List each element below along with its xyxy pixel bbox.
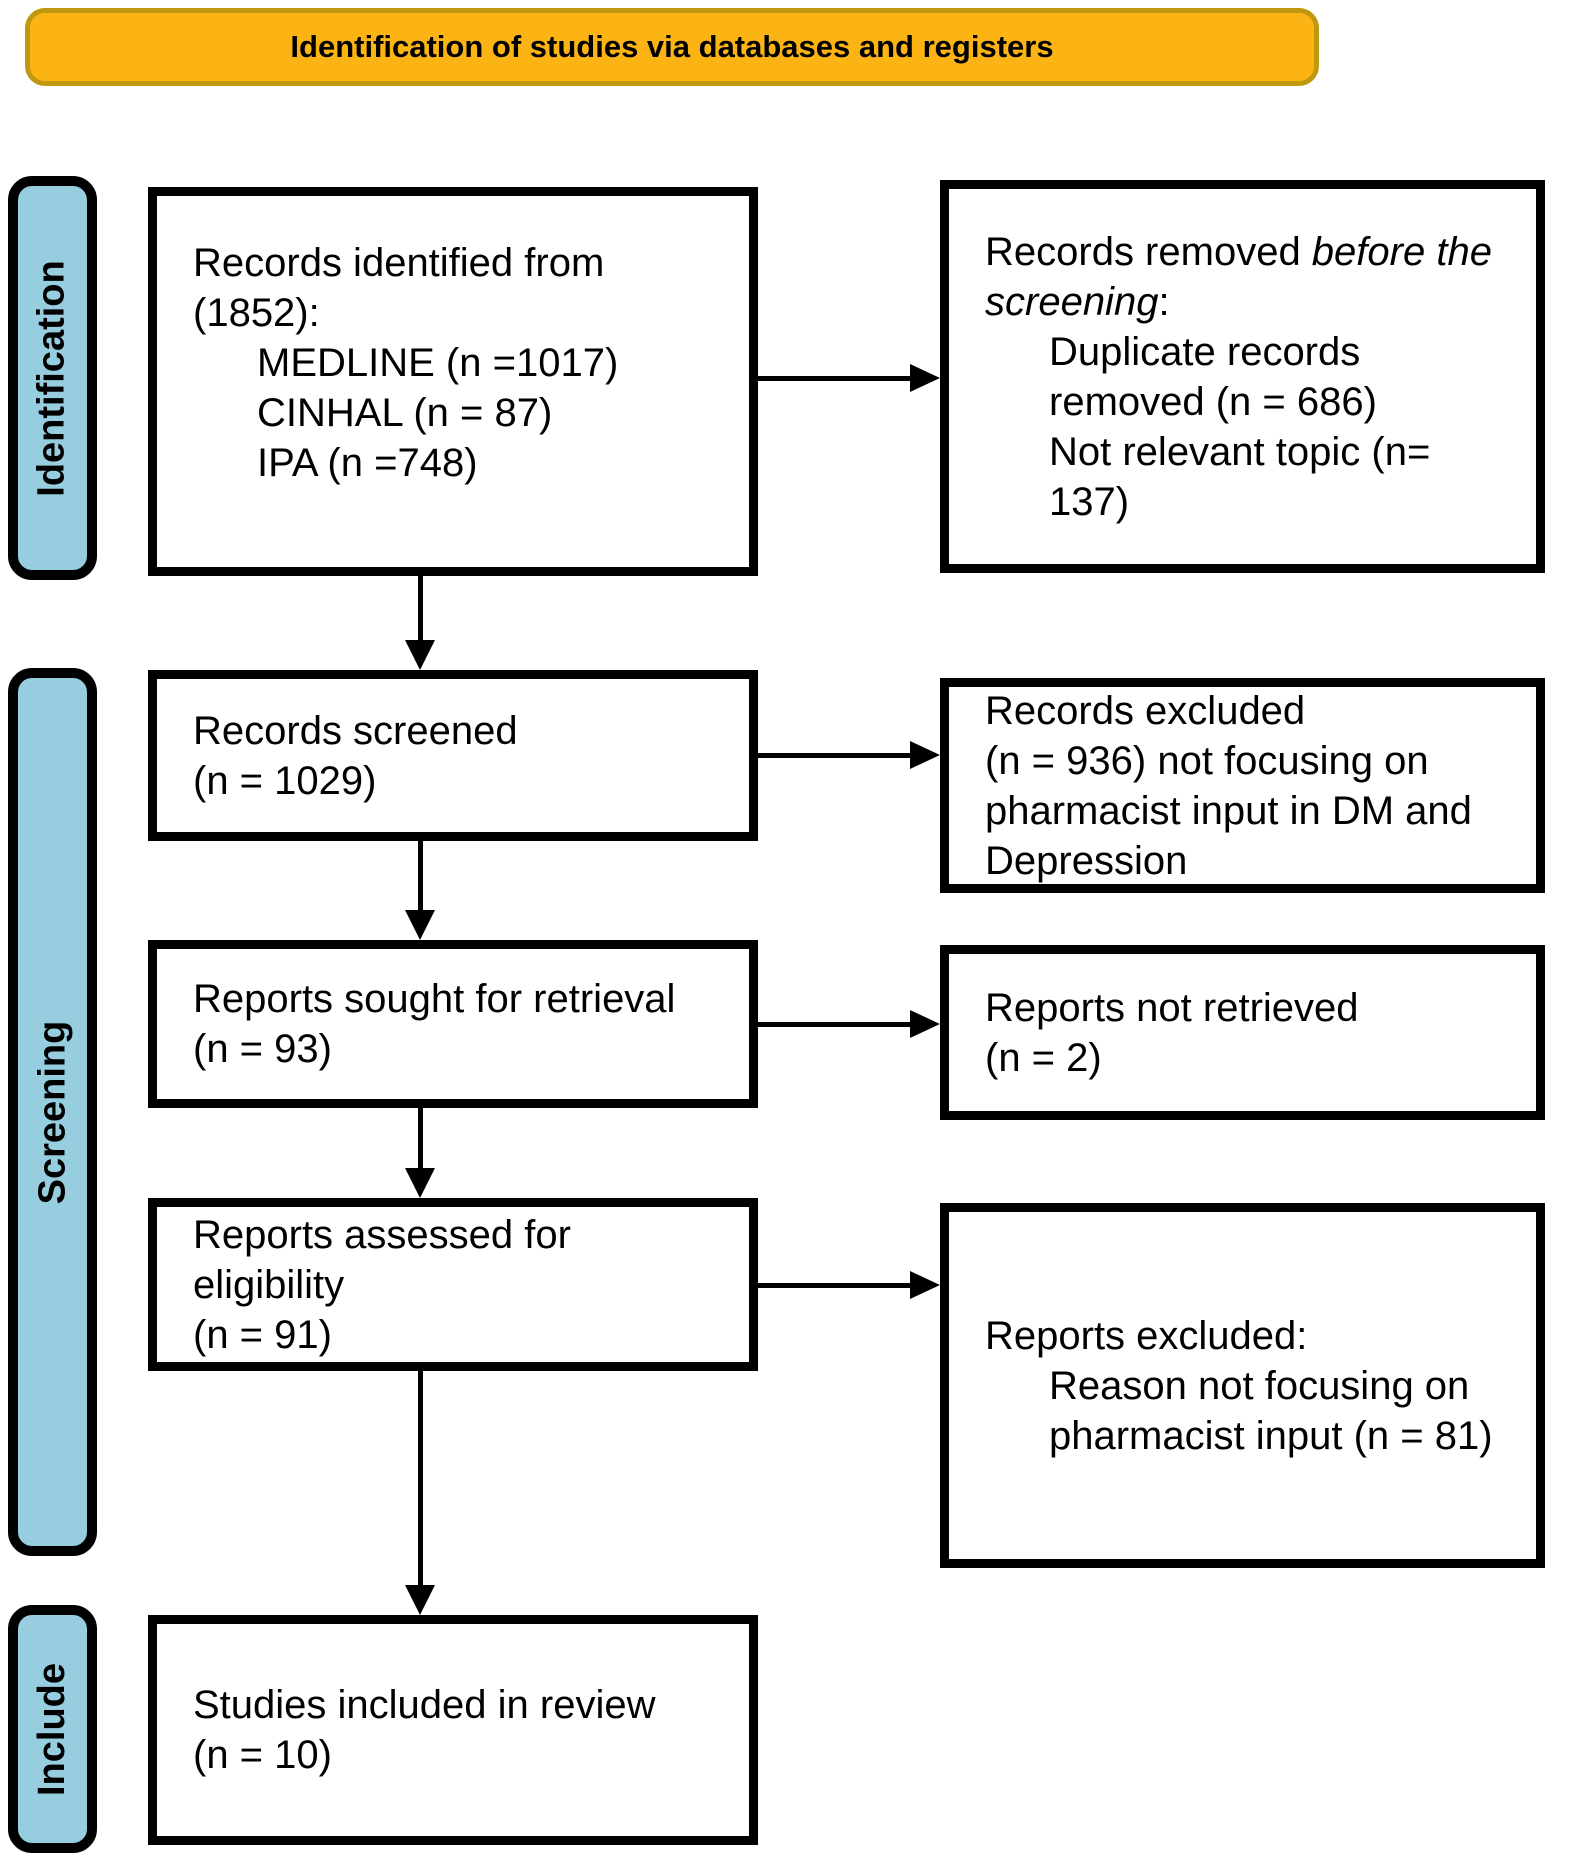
box-text-line: (n = 91) [193,1312,332,1357]
box-text-line: MEDLINE (n =1017) [257,341,619,385]
box-text-line: Reports assessed for [193,1212,571,1257]
box-text-line: Records removed before the [985,229,1492,274]
box-text-line: CINHAL (n = 87) [257,391,553,435]
box-text-line: Not relevant topic (n= [1049,429,1431,474]
arrow-shaft [417,1371,423,1587]
box-text-line: (1852): [193,291,320,335]
box-text-line: Studies included in review [193,1683,656,1727]
stage-label-include-text: Include [31,1662,73,1796]
box-text-line: 137) [1049,479,1130,524]
box-text-line: Reason not focusing on [1049,1363,1470,1408]
box-records-excluded: Records excluded (n = 936) not focusing o… [940,678,1545,893]
box-text-line: pharmacist input in DM and [985,788,1472,833]
banner-title: Identification of studies via databases … [25,8,1319,86]
arrow-head-right-icon [910,1271,940,1299]
box-records-identified: Records identified from (1852): MEDLINE (n… [148,187,758,576]
box-text-line: pharmacist input (n = 81) [1049,1413,1493,1458]
arrow-head-right-icon [910,364,940,392]
box-records-screened: Records screened (n = 1029) [148,670,758,841]
arrow-shaft [417,1108,423,1170]
box-text-line: (n = 93) [193,1027,332,1071]
arrow-head-down-icon [405,640,435,670]
stage-label-screening-text: Screening [31,1020,74,1204]
box-text-line: Reports excluded: [985,1313,1308,1358]
arrow-assessed-to-excluded [758,1271,940,1299]
arrow-sought-to-not-retrieved [758,1010,940,1038]
box-reports-sought: Reports sought for retrieval (n = 93) [148,940,758,1108]
box-text-line: (n = 936) not focusing on [985,738,1429,783]
arrow-identified-to-screened [405,576,435,670]
box-text-line: screening: [985,279,1170,324]
box-reports-assessed: Reports assessed for eligibility (n = 91) [148,1198,758,1371]
arrow-shaft [417,841,423,912]
box-text-line: (n = 1029) [193,758,377,803]
box-text-line: Records excluded [985,688,1306,733]
box-studies-included: Studies included in review (n = 10) [148,1615,758,1845]
box-text-line: removed (n = 686) [1049,379,1377,424]
arrow-screened-to-sought [405,841,435,940]
arrow-head-down-icon [405,1585,435,1615]
box-text-line: eligibility [193,1262,345,1307]
box-text-line: Reports sought for retrieval [193,977,676,1021]
arrow-head-down-icon [405,1168,435,1198]
box-text-line: IPA (n =748) [257,441,478,485]
box-reports-not-retrieved: Reports not retrieved (n = 2) [940,945,1545,1120]
stage-label-identification: Identification [8,176,97,580]
stage-label-screening: Screening [8,668,97,1556]
arrow-shaft [417,576,423,642]
arrow-sought-to-assessed [405,1108,435,1198]
box-text-line: Reports not retrieved [985,985,1359,1030]
arrow-shaft [758,1021,912,1027]
stage-label-include: Include [8,1605,97,1853]
arrow-head-down-icon [405,910,435,940]
arrow-head-right-icon [910,741,940,769]
box-text-line: (n = 2) [985,1035,1102,1080]
box-text-line: Records identified from [193,241,605,285]
box-text-line: (n = 10) [193,1733,332,1777]
arrow-shaft [758,375,912,381]
box-text-line: Records screened [193,708,518,753]
stage-label-identification-text: Identification [31,259,74,497]
arrow-shaft [758,1282,912,1288]
arrow-identified-to-removed [758,364,940,392]
box-text-line: Depression [985,838,1188,883]
arrow-shaft [758,752,912,758]
box-reports-excluded: Reports excluded: Reason not focusing on p… [940,1203,1545,1568]
box-text-line: Duplicate records [1049,329,1361,374]
box-records-removed: Records removed before the screening: Dupl… [940,180,1545,573]
arrow-screened-to-excluded [758,741,940,769]
arrow-assessed-to-included [405,1371,435,1615]
banner-title-text: Identification of studies via databases … [290,29,1054,64]
arrow-head-right-icon [910,1010,940,1038]
